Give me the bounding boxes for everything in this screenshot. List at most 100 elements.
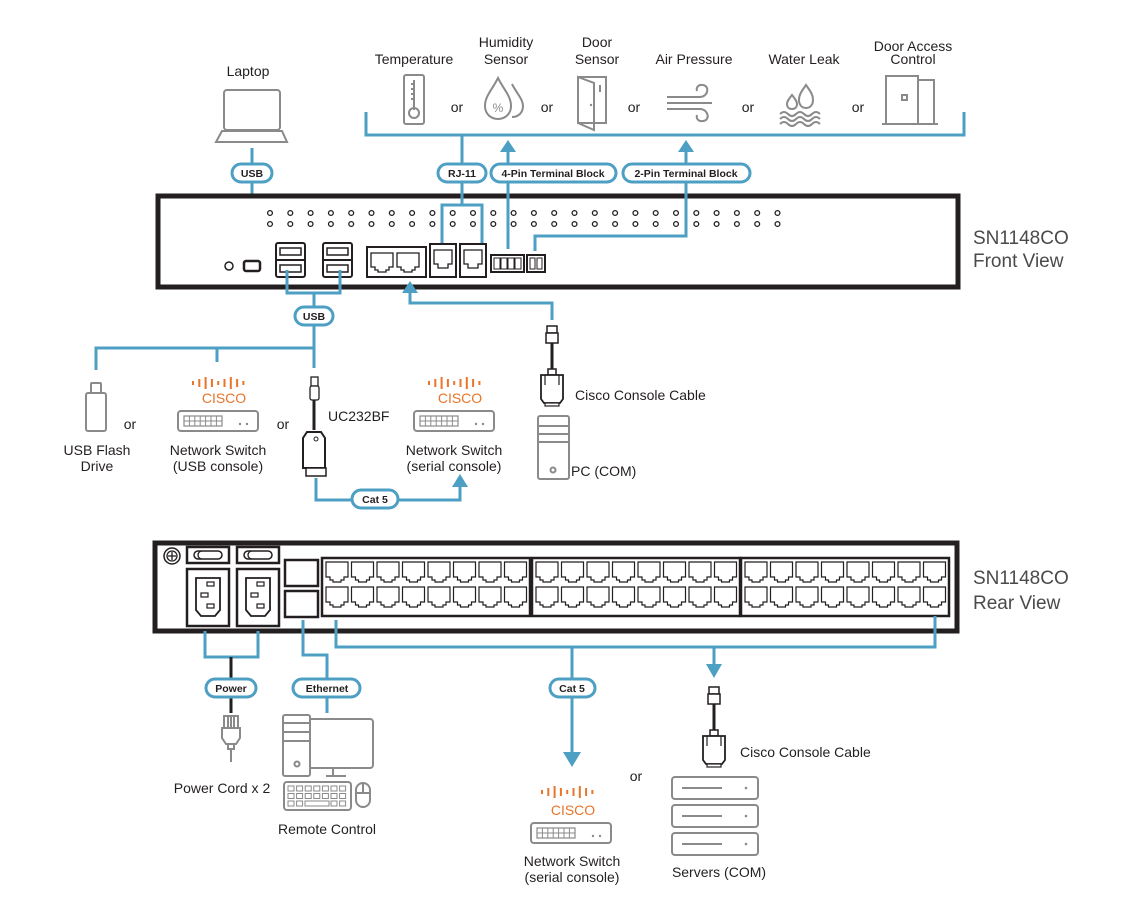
key	[321, 793, 329, 799]
key	[339, 785, 347, 792]
cat5-front-pill: Cat 5	[350, 488, 400, 510]
keyboard-icon	[283, 781, 352, 811]
status-led	[307, 220, 314, 228]
front-view-label: Front View	[973, 251, 1064, 272]
usb-tree-wires	[94, 270, 342, 370]
status-led	[388, 209, 395, 217]
status-led	[449, 220, 456, 228]
sensor-label-air-pressure: Air Pressure	[655, 51, 732, 67]
front-console-cable-label: Cisco Console Cable	[575, 387, 706, 403]
lan-ports	[366, 246, 427, 278]
or-label: or	[124, 416, 137, 432]
db9-base	[706, 763, 722, 768]
status-led	[429, 220, 436, 228]
usb-tree-pill: USB	[293, 305, 335, 327]
switch-led	[481, 422, 485, 426]
or-label: or	[451, 99, 464, 115]
lan-port-2	[283, 589, 320, 619]
serial-port	[611, 561, 636, 583]
rj45-plug	[546, 325, 558, 334]
serial-port	[713, 586, 738, 608]
serial-port	[535, 561, 559, 583]
status-led	[754, 220, 761, 228]
serial-port	[846, 561, 870, 583]
usb-ports-left	[275, 242, 306, 278]
switch-led	[598, 834, 602, 838]
usb-tree-label: USB	[303, 311, 326, 323]
power-switch-2	[235, 545, 281, 565]
cisco-brand: CISCO	[438, 390, 482, 406]
cisco-brand: CISCO	[202, 390, 246, 406]
serial-port	[713, 561, 738, 583]
sensor-label-humidity-1: Humidity	[479, 34, 533, 50]
serial-port	[922, 561, 947, 583]
status-led	[287, 220, 294, 228]
status-led	[672, 209, 680, 217]
ethernet-pill: Ethernet	[291, 677, 362, 699]
cat5-rear-label: Cat 5	[559, 683, 585, 695]
status-led	[672, 220, 680, 228]
serial-port	[744, 586, 768, 608]
switch-usb-label-2: (USB console)	[173, 458, 263, 474]
rear-panel	[152, 540, 960, 634]
rear-model-label: SN1148CO	[973, 568, 1069, 589]
db9-detail	[544, 375, 560, 385]
switch-body	[413, 410, 495, 432]
db9-base	[544, 402, 560, 407]
spacebar	[304, 800, 330, 807]
serial-port	[871, 586, 896, 608]
network-switch-icon	[413, 410, 495, 432]
console-cable-icon	[540, 325, 564, 407]
serial-port	[478, 586, 502, 608]
key	[287, 793, 295, 799]
status-led	[774, 209, 781, 217]
status-led	[713, 209, 720, 217]
serial-port	[560, 561, 585, 583]
two-pin-pill: 2-Pin Terminal Block	[621, 162, 752, 184]
serial-port	[376, 586, 400, 608]
sensor-label-door-2: Sensor	[575, 51, 620, 67]
power-pill: Power	[204, 677, 258, 699]
status-led	[652, 209, 659, 217]
db9-shell	[702, 735, 726, 765]
serial-port	[688, 561, 712, 583]
switch-body	[177, 410, 259, 432]
status-led	[632, 209, 639, 217]
network-switch-icon	[530, 822, 612, 844]
key	[296, 785, 304, 792]
status-led	[754, 209, 761, 217]
power-plug-icon	[221, 715, 241, 762]
switch-led	[474, 422, 478, 426]
wind-icon	[667, 83, 712, 123]
or-label: or	[742, 99, 755, 115]
serial-port	[452, 561, 477, 583]
switch-usb-label-1: Network Switch	[170, 442, 266, 458]
serial-port	[769, 561, 794, 583]
sensor-label-temperature: Temperature	[375, 51, 454, 67]
status-led	[469, 209, 477, 217]
servers-label: Servers (COM)	[672, 864, 766, 880]
serial-port	[637, 586, 661, 608]
serial-port	[325, 561, 349, 583]
key	[339, 800, 347, 807]
status-led	[551, 220, 558, 228]
front-model-label: SN1148CO	[973, 228, 1069, 249]
ground-screw-icon	[163, 547, 181, 565]
or-label: or	[630, 768, 643, 784]
sensor-or-labels: or or or or or	[451, 99, 865, 115]
rear-wires	[203, 616, 937, 767]
laptop-usb-label: USB	[241, 168, 264, 180]
serial-port	[795, 586, 819, 608]
key	[304, 793, 312, 799]
door-icon	[577, 75, 607, 132]
status-led	[388, 220, 395, 228]
serial-port	[376, 561, 400, 583]
serial-port	[401, 561, 426, 583]
front-panel	[155, 182, 961, 290]
status-led	[348, 209, 355, 217]
hdmi-port	[242, 259, 262, 273]
status-led	[551, 209, 558, 217]
power-switch-1	[185, 545, 231, 565]
key	[330, 785, 338, 792]
rj11-label: RJ-11	[448, 168, 476, 180]
